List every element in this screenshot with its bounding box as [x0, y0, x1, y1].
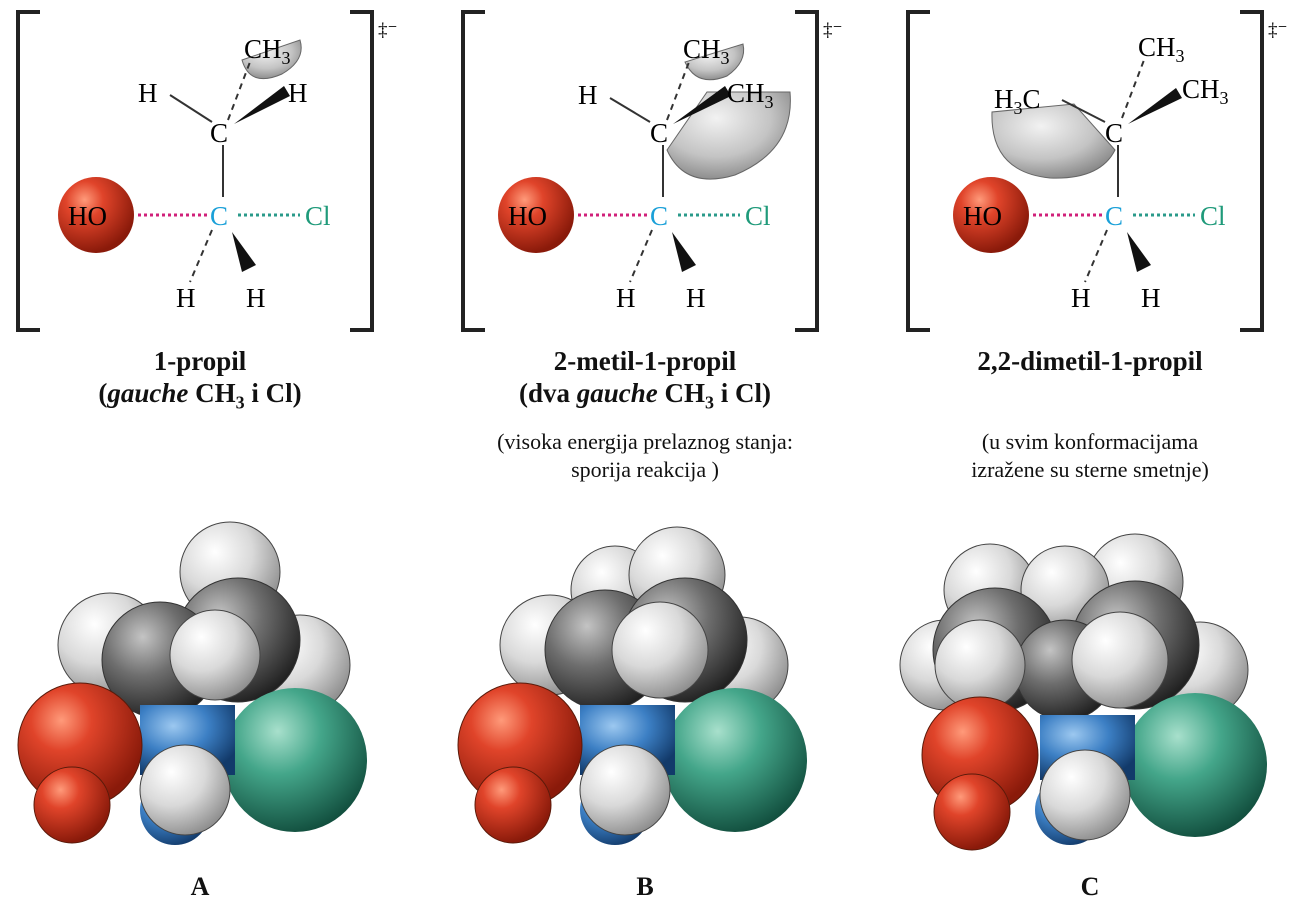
hydroxide-sphere [58, 177, 134, 253]
transition-state-c: ‡⁻ HO C Cl C H3C CH3 CH3 H H [906, 10, 1288, 332]
h-atom [611, 601, 709, 699]
oxygen-h-atom [933, 773, 1011, 851]
h3c-label: H3C [994, 84, 1041, 118]
ch3-steric-lobe-left [991, 103, 1116, 179]
wedge-bond-h-lower [672, 232, 696, 272]
ch3-right-label: CH3 [1182, 74, 1229, 108]
note-c: (u svim konformacijama izražene su stern… [890, 428, 1290, 484]
ch3-top-label: CH3 [683, 34, 730, 68]
h-atom [1039, 749, 1131, 841]
charge-label: ‡⁻ [378, 20, 398, 41]
chlorine-atom [223, 688, 367, 832]
compound-name-a: 1-propil (gauche CH3 i Cl) [0, 345, 400, 418]
h-lower-left-label: H [616, 283, 636, 313]
compound-name-b: 2-metil-1-propil (dva gauche CH3 i Cl) [445, 345, 845, 418]
compound-name-line1: 2-metil-1-propil [553, 346, 737, 376]
transition-state-a: ‡⁻ HO C Cl C H H CH3 H H [16, 10, 398, 332]
charge-label: ‡⁻ [1268, 20, 1288, 41]
compound-name-c: 2,2-dimetil-1-propil [890, 345, 1290, 377]
ho-label: HO [508, 201, 547, 231]
transition-state-b: ‡⁻ HO C Cl C H CH3 CH3 H H [461, 10, 843, 332]
ch3-label: CH3 [244, 34, 291, 68]
bond-h-left [609, 97, 651, 123]
compound-name-line1: 2,2-dimetil-1-propil [977, 346, 1203, 376]
panel-letter-b: B [636, 872, 654, 901]
h-lower-left-label: H [1071, 283, 1091, 313]
top-carbon-label: C [650, 118, 668, 148]
panel-c: ‡⁻ HO C Cl C H3C CH3 CH3 H H 2,2-dimetil… [890, 0, 1290, 908]
note-line1: (u svim konformacijama [981, 429, 1199, 454]
left-bracket [16, 10, 40, 332]
h-atom [169, 609, 261, 701]
bond-h3c-left [1061, 99, 1106, 123]
left-bracket [906, 10, 930, 332]
panel-letter-a: A [190, 872, 210, 901]
wedge-bond-ch3 [1128, 88, 1182, 124]
h-left-label: H [578, 80, 598, 110]
oxygen-h-atom [474, 766, 552, 844]
right-bracket [1240, 10, 1264, 332]
bond-dashed-ch3 [666, 61, 690, 121]
space-filling-model-c [899, 533, 1267, 851]
wedge-bond-h [234, 86, 290, 124]
panel-b: ‡⁻ HO C Cl C H CH3 CH3 H H 2-metil-1-pro… [445, 0, 845, 908]
right-bracket [350, 10, 374, 332]
right-bracket [795, 10, 819, 332]
note-line2: sporija reakcija ) [571, 457, 719, 482]
ho-label: HO [68, 201, 107, 231]
h-atom [1071, 611, 1169, 709]
h-lower-right-label: H [686, 283, 706, 313]
left-bracket [461, 10, 485, 332]
h-left-label: H [138, 78, 158, 108]
panel-a: ‡⁻ HO C Cl C H H CH3 H H 1-propil (gauch… [0, 0, 400, 908]
compound-name-line2: (gauche CH3 i Cl) [98, 378, 302, 413]
compound-name-line1: 1-propil [153, 346, 247, 376]
panel-letter-c: C [1080, 872, 1100, 901]
compound-name-line2: (dva gauche CH3 i Cl) [518, 378, 771, 413]
center-carbon-label: C [210, 201, 228, 231]
hydroxide-sphere [953, 177, 1029, 253]
h-atom [139, 744, 231, 836]
wedge-bond-h-lower [232, 232, 256, 272]
space-filling-model-b [457, 526, 807, 845]
bond-h-left [169, 94, 213, 123]
wedge-bond-h-lower [1127, 232, 1151, 272]
wedge-bond-ch3 [673, 86, 731, 124]
ch3-top-label: CH3 [1138, 32, 1185, 66]
top-carbon-label: C [210, 118, 228, 148]
charge-label: ‡⁻ [823, 20, 843, 41]
space-filling-model-a [17, 521, 367, 845]
chlorine-atom [1123, 693, 1267, 837]
chlorine-label: Cl [305, 201, 331, 231]
ch3-steric-lobe [241, 39, 302, 80]
hydroxide-sphere [498, 177, 574, 253]
bond-dashed-ch3 [1121, 59, 1145, 119]
chlorine-atom [663, 688, 807, 832]
bond-dashed-h [189, 229, 213, 283]
note-line2: izražene su sterne smetnje) [971, 457, 1209, 482]
note-b: (visoka energija prelaznog stanja: spori… [445, 428, 845, 484]
bond-dashed-h [1084, 229, 1108, 283]
ch3-right-label: CH3 [727, 78, 774, 112]
ho-label: HO [963, 201, 1002, 231]
note-line1: (visoka energija prelaznog stanja: [497, 429, 793, 454]
bond-dashed-h [629, 229, 653, 283]
center-carbon-label: C [650, 201, 668, 231]
top-carbon-label: C [1105, 118, 1123, 148]
center-carbon-label: C [1105, 201, 1123, 231]
h-lower-left-label: H [176, 283, 196, 313]
chlorine-label: Cl [745, 201, 771, 231]
h-lower-right-label: H [246, 283, 266, 313]
ch3-steric-lobe-large [666, 91, 791, 180]
chlorine-label: Cl [1200, 201, 1226, 231]
h-lower-right-label: H [1141, 283, 1161, 313]
h-right-label: H [288, 78, 308, 108]
ch3-steric-lobe-small [684, 43, 745, 81]
oxygen-h-atom [33, 766, 111, 844]
h-atom [579, 744, 671, 836]
